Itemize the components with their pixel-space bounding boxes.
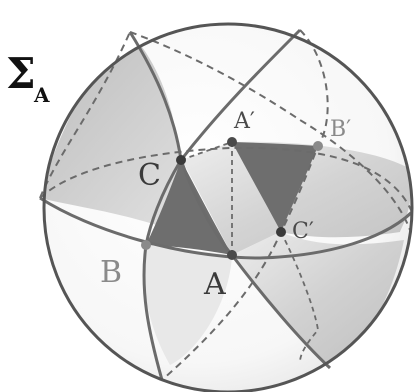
great-circle-1-back [129,31,411,231]
dashed-line-c-prime-lower [280,231,319,363]
sphere-label-subscript: A [33,83,50,107]
label-c-prime: C′ [292,219,314,244]
great-circle-2-back [161,29,329,381]
point-c [176,155,186,165]
great-circle-1-front [128,31,332,370]
point-a-prime [227,137,237,147]
dashed-line-ca-prime [180,141,233,161]
triangle-abc-prime [232,142,318,232]
label-b: B [100,255,122,290]
label-a: A [203,267,226,302]
dashed-line-left [39,31,131,199]
shaded-region-lower-left [143,245,232,365]
sphere-outline [42,22,414,392]
point-b [141,240,151,250]
point-c-prime [276,227,286,237]
label-c: C [138,158,161,193]
label-a-prime: A′ [233,109,255,134]
sphere-label-symbol: Σ [6,49,36,98]
label-b-prime: B′ [330,117,351,142]
great-circle-2-front [142,28,302,381]
point-b-prime [313,141,323,151]
equator-front [39,196,414,260]
point-a [227,250,237,260]
triangle-abc [146,160,232,255]
equator-back [39,146,413,213]
